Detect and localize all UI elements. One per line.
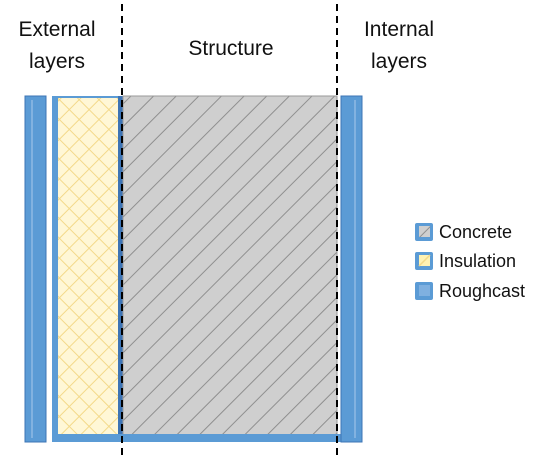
external-layers-heading: External layers [2, 14, 112, 78]
internal-layers-heading: Internal layers [344, 14, 454, 78]
internal-roughcast-layer [340, 95, 363, 443]
concrete-structure-layer [118, 95, 341, 442]
legend-concrete-icon [415, 223, 433, 241]
legend-insulation-icon [415, 252, 433, 270]
structure-heading: Structure [188, 37, 274, 60]
external-heading-line-1: External [18, 18, 96, 41]
legend-concrete-label: Concrete [439, 222, 513, 242]
legend-roughcast-icon [415, 282, 433, 300]
external-roughcast-layer [24, 95, 47, 443]
internal-heading-line-2: layers [370, 50, 428, 73]
external-heading-line-2: layers [28, 50, 86, 73]
internal-heading-line-1: Internal [363, 18, 435, 41]
legend-insulation-label: Insulation [439, 251, 517, 271]
legend-roughcast-label: Roughcast [439, 281, 526, 301]
insulation-layer [52, 96, 122, 442]
